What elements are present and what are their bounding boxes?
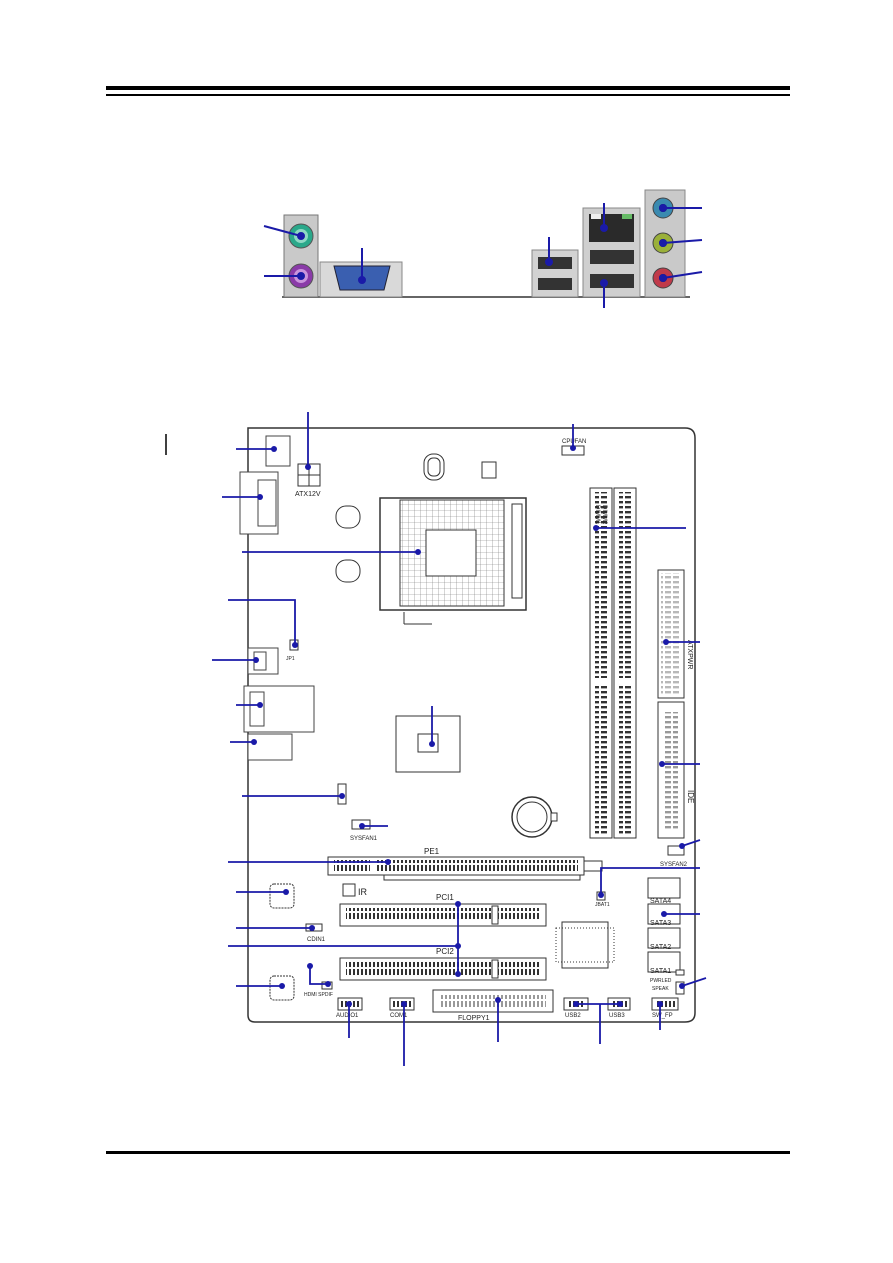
pci-slot-pci2: PCI2 xyxy=(339,947,547,981)
battery xyxy=(511,796,553,838)
atxpwr-label: ATXPWR xyxy=(686,640,693,669)
sw-fp-label: SW_FP xyxy=(652,1013,673,1019)
cdin1-label: CDIN1 xyxy=(307,937,326,943)
sata2-label: SATA2 xyxy=(650,944,671,951)
dimm-slots: DIMM1 DIMM2 xyxy=(589,487,637,839)
sata-connectors: SATA4 SATA3 SATA2 SATA1 xyxy=(647,877,681,975)
atx12v-label: ATX12V xyxy=(295,491,321,498)
pci-slot-pci1: PCI1 xyxy=(339,893,547,927)
hdmi-spdif-label: HDMI SPDIF xyxy=(304,992,333,998)
floppy1-label: FLOPPY1 xyxy=(458,1015,490,1022)
sata1-label: SATA1 xyxy=(650,968,671,975)
pcie-slot-pe1: PE1 xyxy=(327,847,603,881)
jbat1-label: JBAT1 xyxy=(595,902,610,908)
ir-label: IR xyxy=(358,887,368,897)
sysfan2-label: SYSFAN2 xyxy=(660,862,688,868)
board-leader-dots xyxy=(251,445,685,1007)
sata4-label: SATA4 xyxy=(650,898,671,905)
audio1-label: AUDIO1 xyxy=(336,1013,359,1019)
pwrled-label: PWRLED xyxy=(650,978,672,984)
sata3-label: SATA3 xyxy=(650,920,671,927)
pci1-label: PCI1 xyxy=(436,893,454,902)
sysfan2-header xyxy=(667,845,685,856)
pe1-label: PE1 xyxy=(424,847,440,856)
jp1-label: JP1 xyxy=(286,656,295,662)
ide-label: IDE xyxy=(686,790,695,803)
ir-header xyxy=(342,883,356,897)
pwrled-header xyxy=(675,969,685,976)
back-panel xyxy=(263,189,703,308)
dimm1-label: DIMM1 xyxy=(594,505,600,525)
usb-port-2 xyxy=(538,278,572,290)
super-io-chip xyxy=(555,921,615,969)
usb-port-4 xyxy=(590,274,634,288)
usb-port-3 xyxy=(590,250,634,264)
ide-connector: IDE xyxy=(657,701,695,839)
board-leaders xyxy=(212,412,707,1066)
pci2-label: PCI2 xyxy=(436,947,454,956)
atxpwr-connector: ATXPWR xyxy=(657,569,693,699)
top-rule-thick xyxy=(106,86,790,90)
motherboard-layout: ATX12V CPUFAN DIMM1 DIMM2 xyxy=(165,412,707,1066)
cpufan-label: CPUFAN xyxy=(562,439,586,445)
dimm2-label: DIMM2 xyxy=(601,505,607,525)
usb2-label: USB2 xyxy=(565,1013,581,1019)
usb3-label: USB3 xyxy=(609,1013,625,1019)
usb-port-1 xyxy=(538,257,572,269)
audio-codec-chip xyxy=(269,883,295,909)
top-rule-thin xyxy=(106,94,790,96)
northbridge-chip xyxy=(395,715,461,773)
sysfan1-label: SYSFAN1 xyxy=(350,836,378,842)
com1-label: COM1 xyxy=(390,1013,408,1019)
speak-label: SPEAK xyxy=(652,986,669,992)
cpu-socket xyxy=(379,497,527,625)
back-panel-leaders xyxy=(263,203,703,308)
bottom-rule xyxy=(106,1151,790,1154)
